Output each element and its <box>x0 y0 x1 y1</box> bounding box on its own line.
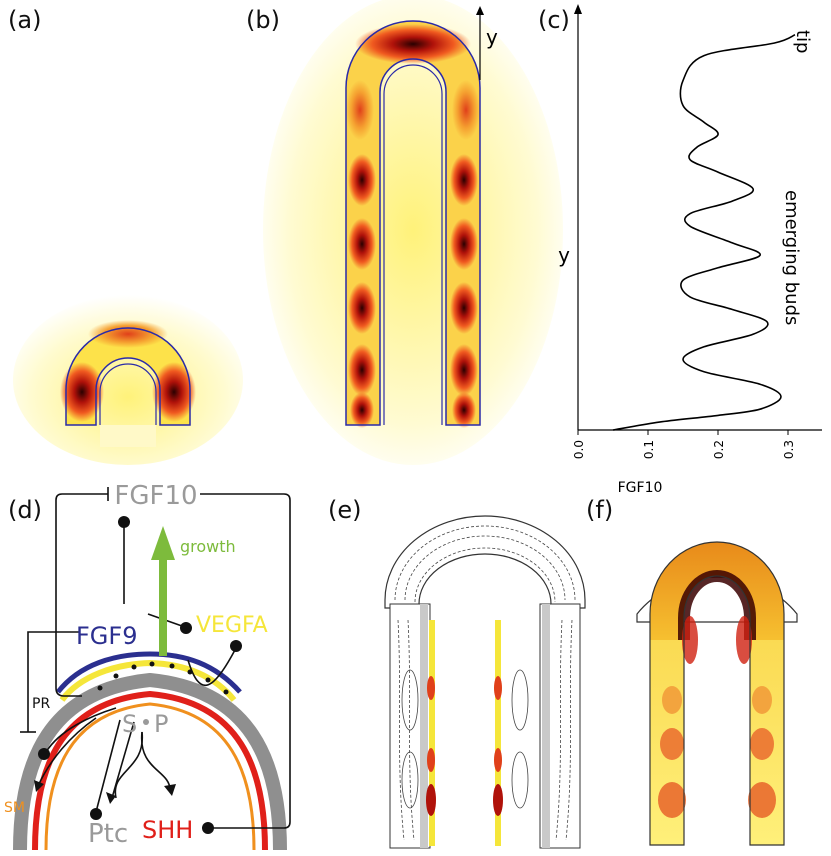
fgf10-label: FGF10 <box>114 481 197 511</box>
growth-label: growth <box>180 537 236 556</box>
panel-label-c: (c) <box>538 6 570 34</box>
sm-layer <box>44 702 256 851</box>
cell-dots <box>97 661 229 695</box>
panel-d-schematic <box>13 487 291 851</box>
x-tick-label: 0.3 <box>782 440 796 459</box>
regulation-heads <box>34 516 242 834</box>
pr-label: PR <box>32 696 50 712</box>
panel-e-tube <box>384 515 586 849</box>
x-tick-label: 0.2 <box>712 440 726 459</box>
panel-label-f: (f) <box>586 496 614 524</box>
x-tick-label: 0.1 <box>642 440 656 459</box>
fgf10-profile-line <box>612 34 796 431</box>
panel-a-tube <box>13 295 243 465</box>
ptc-label: Ptc <box>88 819 128 849</box>
annotation-emerging-buds: emerging buds <box>781 190 802 325</box>
chart-panel-c: 0.0 0.1 0.2 0.3 <box>572 4 822 459</box>
fgf9-layer <box>56 651 242 694</box>
regulation-lines <box>20 487 291 829</box>
sp-dot <box>143 719 149 725</box>
shh-label: SHH <box>142 816 193 844</box>
sm-label: SM <box>4 800 25 816</box>
panel-b-tube <box>263 0 563 465</box>
panel-label-a: (a) <box>8 6 42 34</box>
panel-label-e: (e) <box>328 496 362 524</box>
panel-label-d: (d) <box>8 496 42 524</box>
s-label: S <box>122 710 137 738</box>
annotation-tip: tip <box>792 30 813 53</box>
panel-b-y-label: y <box>486 25 498 49</box>
chart-x-label: FGF10 <box>618 480 663 496</box>
chart-y-label: y <box>558 243 570 267</box>
panel-f-tube <box>636 541 798 846</box>
shh-layer <box>32 690 268 851</box>
fgf9-label: FGF9 <box>76 622 137 650</box>
p-label: P <box>154 710 168 738</box>
growth-arrow-shaft <box>159 556 167 656</box>
x-tick-label: 0.0 <box>572 440 586 459</box>
y-axis-arrow <box>574 4 582 14</box>
panel-label-b: (b) <box>246 6 280 34</box>
mesenchyme-layer <box>13 672 287 851</box>
growth-arrow-head <box>151 526 175 560</box>
vegfa-label: VEGFA <box>196 613 268 638</box>
